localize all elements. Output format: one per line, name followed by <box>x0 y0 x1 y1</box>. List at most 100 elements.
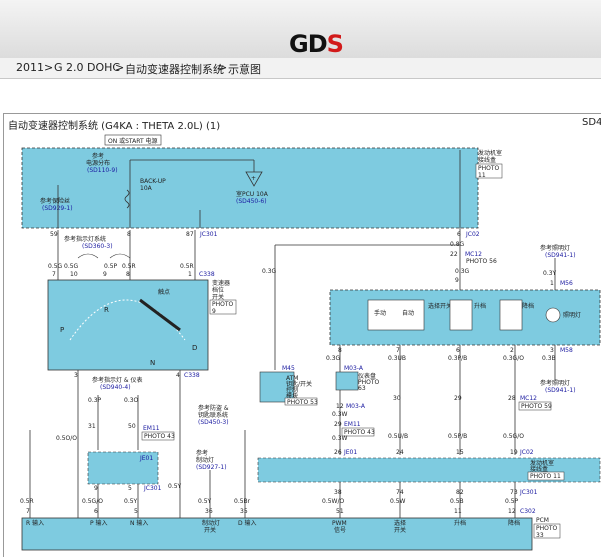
diagram-label: 6 <box>94 508 98 515</box>
diagram-label: 6 <box>457 231 461 238</box>
diagram-shape <box>367 299 425 331</box>
diagram-label: 7 <box>26 508 30 515</box>
ref-link: (SD929-1) <box>42 205 73 212</box>
diagram-label: 33 <box>536 532 544 539</box>
diagram-label: 0.3P <box>88 397 102 404</box>
diagram-label: 变速器 <box>212 279 230 287</box>
diagram-label: 开关 <box>204 526 216 534</box>
diagram-label: 74 <box>396 489 404 496</box>
diagram-label: JC301 <box>519 489 538 496</box>
diagram-label: + <box>251 175 256 182</box>
diagram-label: 0.3W <box>332 435 348 442</box>
diagram-label: PCM <box>536 517 549 524</box>
power-label: ON 或START 电源 <box>108 137 158 145</box>
diagram-label: 9 <box>103 271 107 278</box>
diagram-shape <box>527 471 565 481</box>
switch-contact <box>139 298 181 332</box>
ref-link[interactable]: (SD110-9) <box>87 167 118 174</box>
diagram-label: R <box>104 306 109 314</box>
diagram-label: 制动灯 <box>196 456 214 464</box>
diagram-label: 29 <box>454 395 462 402</box>
breadcrumb: 2011 > G 2.0 DOHC > 自动变速器控制系统 > 示意图 <box>0 58 601 79</box>
diagram-label: JC02 <box>465 231 480 238</box>
diagram-label: 3 <box>74 372 78 379</box>
diagram-label: 制动灯 <box>202 519 220 527</box>
box-label: 发动机室 <box>478 149 502 157</box>
diagram-label: JC301 <box>199 231 218 238</box>
diagram-label: M45 <box>282 365 295 372</box>
diagram-label: 选择 <box>394 519 406 527</box>
diagram-label: R 输入 <box>26 519 44 527</box>
diagram-label: P <box>60 326 64 334</box>
diagram-label: 0.5G <box>48 263 63 270</box>
diagram-label: 0.3G/O <box>503 355 524 362</box>
breadcrumb-item[interactable]: 2011 <box>16 61 44 74</box>
diagram-label: JC301 <box>143 485 162 492</box>
diagram-label: 升档 <box>454 519 466 527</box>
diagram-label: 照明灯 <box>563 311 581 319</box>
diagram-label: 87 <box>186 231 194 238</box>
diagram-label: 0.3W <box>332 411 348 418</box>
diagram-label: 开关 <box>394 526 406 534</box>
diagram-label: ATM <box>286 375 298 382</box>
diagram-shape: ON 或START 电源 参考 电源分布 (SD110-9) 参考保险丝 (SD… <box>20 134 601 551</box>
breadcrumb-item[interactable]: G 2.0 DOHC <box>54 61 121 74</box>
diagram-label: PHOTO 59 <box>521 403 552 410</box>
fuse-label: 室PCU 10A <box>236 190 269 198</box>
diagram-label: D <box>192 344 197 352</box>
diagram-label: 36 <box>205 508 213 515</box>
diagram-label: 信号 <box>334 526 346 534</box>
diagram-label: (SD941-1) <box>545 387 576 394</box>
diagram-shape <box>109 253 131 259</box>
diagram-label: PHOTO <box>536 525 558 532</box>
diagram-label: 35 <box>240 508 248 515</box>
lamp-icon <box>545 307 561 323</box>
diagram-label: 3 <box>550 347 554 354</box>
diagram-label: (SD450-3) <box>198 419 229 426</box>
diagram-shape <box>69 299 186 341</box>
diagram-label: 钥匙联系统 <box>198 411 228 419</box>
diagram-label: 0.3UB <box>388 355 406 362</box>
photo-label: 11 <box>478 172 486 179</box>
diagram-label: 仪表盘 <box>358 372 376 380</box>
diagram-label: 0.5U/B <box>388 433 408 440</box>
diagram-shape <box>77 253 99 259</box>
diagram-label: C338 <box>184 372 200 379</box>
diagram-label: 0.5R <box>122 263 136 270</box>
diagram-shape <box>475 163 503 179</box>
diagram-label: PHOTO 43 <box>344 429 375 436</box>
diagram-label: 升档 <box>474 302 486 310</box>
diagram-label: 触点 <box>158 288 170 296</box>
diagram-label: 降档 <box>522 302 534 310</box>
diagram-label: 8 <box>127 231 131 238</box>
diagram-label: (SD941-1) <box>545 252 576 259</box>
ref-label: 电源分布 <box>86 159 110 167</box>
diagram-label: 73 <box>510 489 518 496</box>
diagram-label: 9 <box>455 277 459 284</box>
diagram-label: 0.5G/O <box>503 433 524 440</box>
diagram-label: 参考照明灯 <box>540 244 570 252</box>
diagram-label: 24 <box>396 449 404 456</box>
diagram-label: 0.3O <box>124 397 139 404</box>
diagram-label: 11 <box>454 508 462 515</box>
diagram-label: 0.5P <box>104 263 118 270</box>
breadcrumb-item[interactable]: 自动变速器控制系统 <box>125 63 224 76</box>
diagram-label: 0.5B <box>450 498 464 505</box>
diagram-label: N <box>150 359 155 367</box>
diagram-label: PHOTO 43 <box>144 433 175 440</box>
diagram-label: 钥匙/开关 <box>286 380 312 388</box>
diagram-label: 0.5W/O <box>322 498 344 505</box>
power-label-box <box>104 134 162 146</box>
diagram-shape <box>533 523 561 539</box>
diagram-label: JE01 <box>343 449 357 456</box>
diagram-label: C302 <box>520 508 536 515</box>
junction-box-top <box>21 147 479 229</box>
diagram-label: 1 <box>188 271 192 278</box>
diagram-label: 档位 <box>212 286 224 294</box>
diagram-label: 1 <box>550 280 554 287</box>
gds-logo: GDS <box>289 30 344 58</box>
diagram-label: 0.5R <box>180 263 194 270</box>
diagram-label: M03-A <box>346 403 366 410</box>
diagram-label: 59 <box>50 231 58 238</box>
spacer <box>0 79 601 113</box>
